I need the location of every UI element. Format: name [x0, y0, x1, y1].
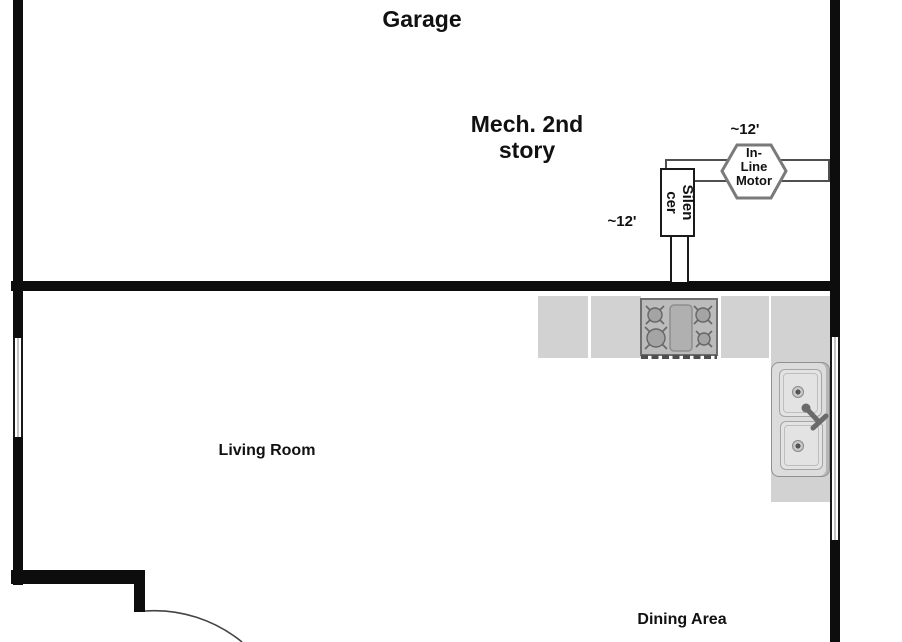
sink-basin-inner — [784, 425, 819, 466]
wall-bottom-left — [11, 570, 145, 584]
silencer-label: Silen cer — [663, 184, 696, 221]
window-left — [13, 338, 23, 437]
wall-left-upper — [13, 0, 23, 338]
wall-right-lower — [830, 540, 840, 642]
garage-label: Garage — [382, 6, 462, 32]
drain-icon — [792, 440, 804, 452]
duct-length-left: ~12' — [607, 213, 637, 230]
counter-segment — [721, 296, 769, 358]
inline-motor-label: In- Line Motor — [735, 145, 773, 189]
faucet-icon — [801, 403, 829, 431]
wall-left-lower — [13, 437, 23, 585]
stove-front-dashes — [641, 355, 717, 359]
wall-garage-divider — [11, 281, 840, 291]
mech-label: Mech. 2nd story — [470, 111, 584, 164]
window-right — [830, 337, 840, 540]
counter-segment — [591, 296, 641, 358]
wall-door-jamb — [134, 584, 145, 612]
dining-area-label: Dining Area — [637, 611, 727, 628]
drain-icon — [792, 386, 804, 398]
door-swing-icon — [144, 609, 243, 642]
duct-vertical — [670, 236, 689, 282]
living-room-label: Living Room — [218, 442, 316, 459]
silencer-box — [660, 168, 695, 237]
inline-motor-hexagon-icon — [720, 143, 788, 200]
wall-right-upper — [830, 0, 840, 337]
sink-basin-inner — [783, 373, 818, 413]
duct-length-top: ~12' — [730, 121, 760, 138]
stove-burners-icon — [644, 304, 713, 352]
counter-segment — [538, 296, 588, 358]
